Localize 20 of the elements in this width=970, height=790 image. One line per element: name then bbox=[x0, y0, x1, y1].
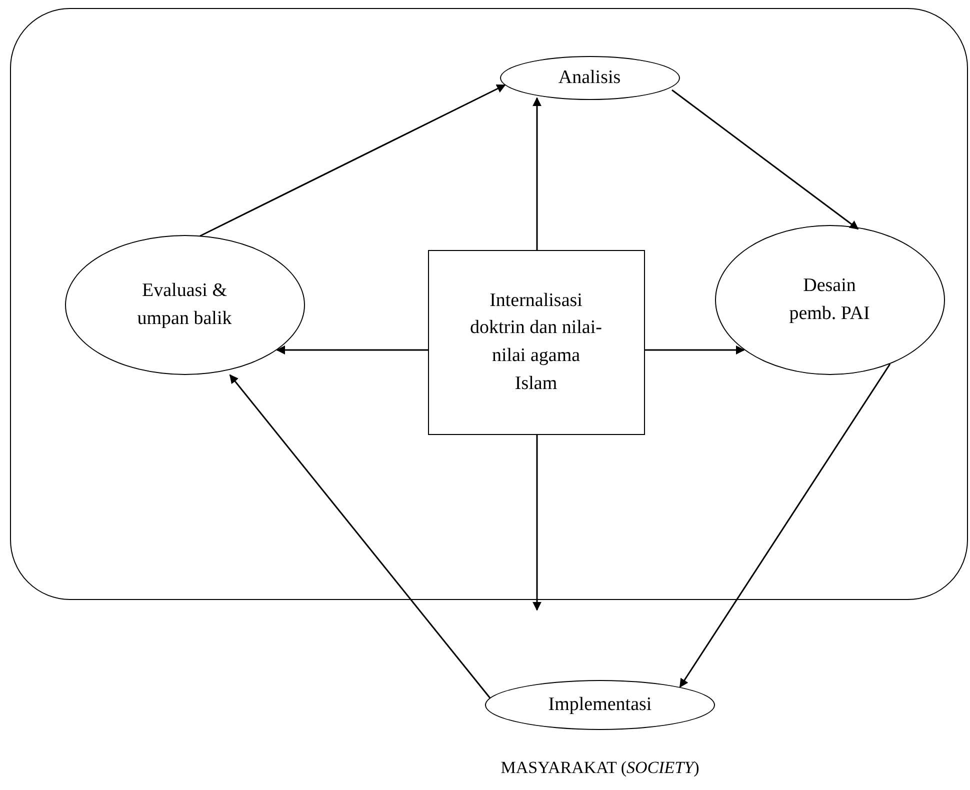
node-text: Implementasi bbox=[548, 693, 652, 718]
arrow bbox=[229, 374, 491, 698]
arrow bbox=[679, 364, 891, 688]
arrow bbox=[645, 346, 745, 354]
node-text: Analisis bbox=[558, 66, 621, 90]
process-ellipse bbox=[64, 234, 304, 374]
process-ellipse bbox=[485, 680, 715, 730]
node-text: Evaluasi & umpan balik bbox=[136, 278, 233, 330]
arrow bbox=[276, 346, 428, 354]
arrow bbox=[672, 89, 859, 230]
arrow bbox=[200, 84, 506, 237]
caption-text: MASYARAKAT (SOCIETY) bbox=[500, 758, 700, 777]
process-ellipse bbox=[500, 56, 680, 100]
arrow bbox=[532, 435, 542, 611]
arrow bbox=[532, 97, 542, 250]
node-text: Desain pemb. PAI bbox=[788, 274, 871, 326]
process-box bbox=[428, 250, 644, 434]
region-box bbox=[10, 8, 968, 600]
node-text: Internalisasi doktrin dan nilai-nilai agama Islam bbox=[469, 288, 603, 396]
process-ellipse bbox=[714, 224, 944, 374]
